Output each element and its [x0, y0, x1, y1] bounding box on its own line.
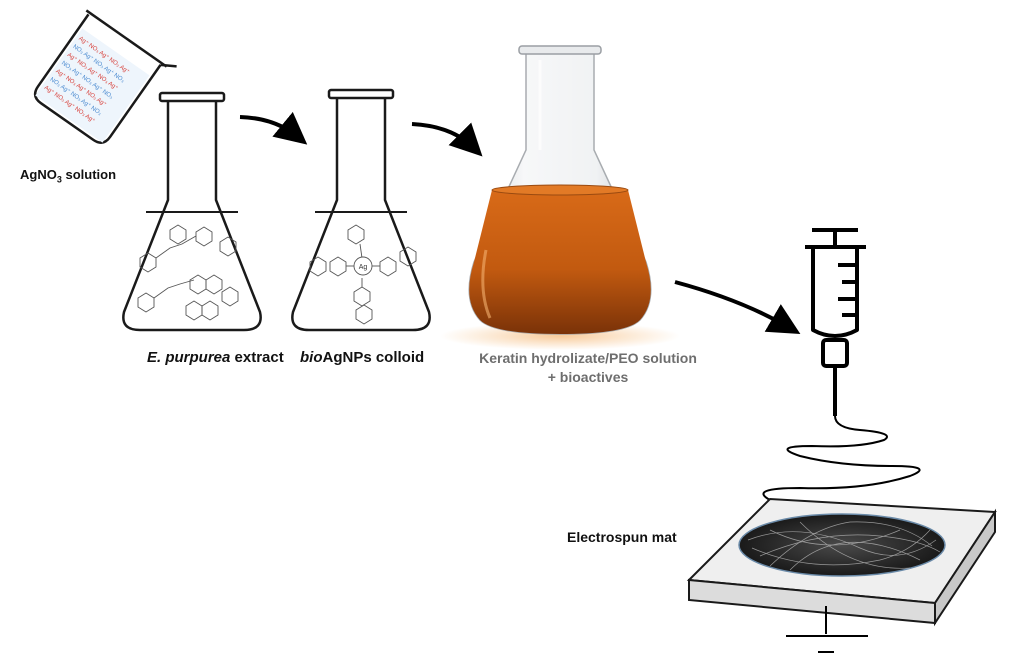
electrospun-mat-label: Electrospun mat	[567, 529, 677, 545]
electrospun-mat	[738, 513, 946, 577]
arrow-2	[411, 122, 483, 157]
polyphenol-structures	[137, 224, 239, 321]
colloid-flask: Ag	[291, 88, 431, 332]
colloid-label: bioAgNPs colloid	[300, 349, 425, 366]
arrow-1	[239, 111, 308, 145]
flow-arrows	[239, 111, 801, 335]
silver-core	[353, 256, 373, 276]
keratin-label-line1: Keratin hydrolizate/PEO solution	[479, 350, 697, 366]
arrow-3	[674, 280, 801, 335]
agno3-beaker: Ag⁺ NO₃ Ag⁺ NO₃ Ag⁺ NO₃ Ag⁺ NO₃ Ag⁺ NO₃ …	[33, 9, 177, 144]
ground-icon	[786, 606, 868, 653]
keratin-solution-label: Keratin hydrolizate/PEO solution + bioac…	[463, 349, 713, 387]
center-atom: Ag	[359, 264, 368, 271]
keratin-label-line2: + bioactives	[547, 369, 629, 385]
nanoparticle-structure	[309, 224, 417, 325]
extract-flask	[122, 91, 262, 332]
agno3-solution-label: AgNO3 solution	[20, 167, 117, 185]
extract-label: E. purpurea extract	[147, 349, 284, 366]
syringe-icon	[805, 228, 866, 416]
keratin-flask	[440, 45, 680, 350]
